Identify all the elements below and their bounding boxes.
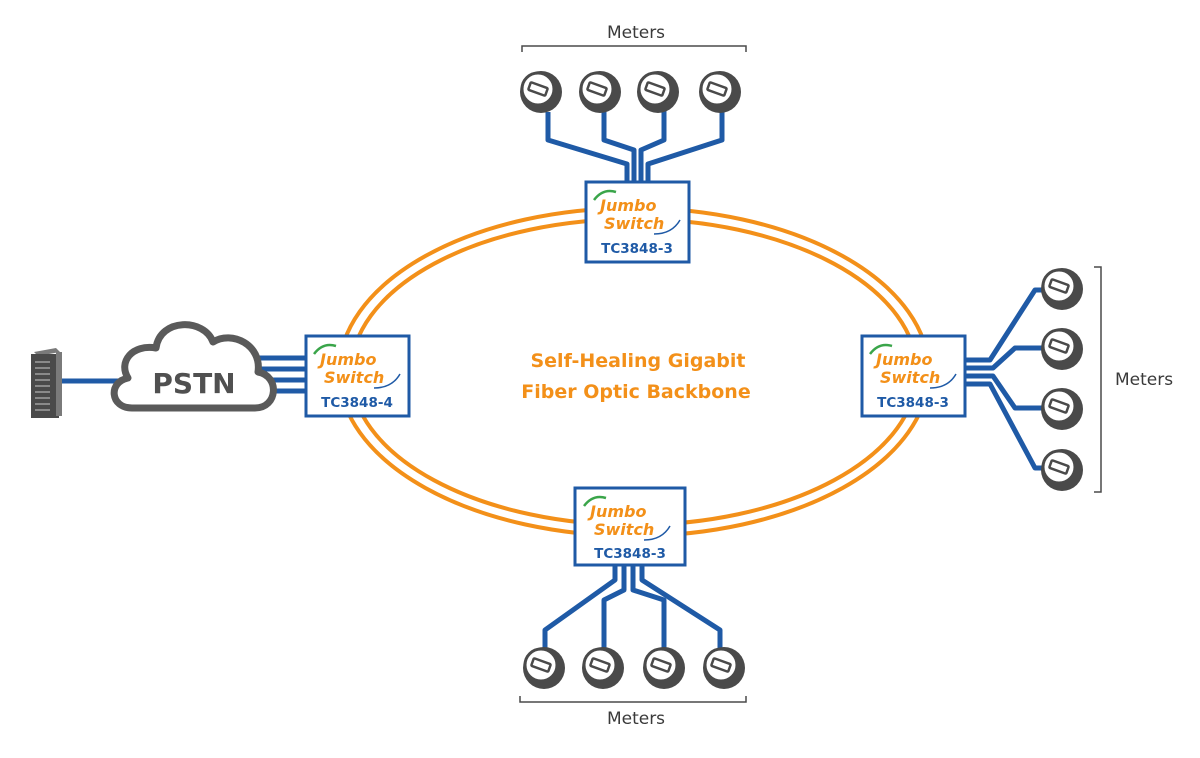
switch-right-brand-line2: Switch <box>880 368 940 387</box>
brand-arc-icon <box>643 525 671 541</box>
right-meter-group: Meters <box>1039 266 1173 493</box>
switch-bottom-brand-line2: Switch <box>594 520 654 539</box>
bottom-meters-label: Meters <box>607 709 665 729</box>
right-meter-links <box>965 287 1045 471</box>
switch-right-model: TC3848-3 <box>877 395 949 411</box>
brand-arc-icon <box>373 373 401 389</box>
top-meters-label: Meters <box>607 23 665 43</box>
switch-top-brand-line1: Jumbo <box>597 196 656 215</box>
meter-icon <box>641 645 687 691</box>
switch-left-brand-line2: Switch <box>324 368 384 387</box>
switch-right: Jumbo Switch TC3848-3 <box>860 334 967 418</box>
bottom-meter-group: Meters <box>519 645 747 729</box>
bottom-meter-links <box>542 562 723 648</box>
meter-icon <box>697 69 743 115</box>
meter-icon <box>580 645 626 691</box>
switch-top: Jumbo Switch TC3848-3 <box>584 180 691 264</box>
switch-left-model: TC3848-4 <box>321 395 393 411</box>
meter-icon <box>635 69 681 115</box>
meter-icon <box>1039 326 1085 372</box>
meter-icon <box>1039 386 1085 432</box>
switch-top-model: TC3848-3 <box>601 241 673 257</box>
meter-icon <box>521 645 567 691</box>
pstn-cloud-icon: PSTN <box>110 321 277 412</box>
right-meter-bracket <box>1094 266 1102 493</box>
server-rack-icon <box>31 348 62 418</box>
brand-arc-icon <box>929 373 957 389</box>
cloud-label: PSTN <box>152 367 235 400</box>
brand-arc-icon <box>653 219 681 235</box>
meter-icon <box>1039 447 1085 493</box>
switch-left-brand-line1: Jumbo <box>317 350 376 369</box>
switch-right-brand-line1: Jumbo <box>873 350 932 369</box>
switch-bottom: Jumbo Switch TC3848-3 <box>573 486 687 567</box>
meter-icon <box>577 69 623 115</box>
switch-top-brand-line2: Switch <box>604 214 664 233</box>
right-meters-label: Meters <box>1115 370 1173 390</box>
backbone-label-line1: Self-Healing Gigabit <box>530 350 745 372</box>
brand-swoosh-icon <box>869 343 893 355</box>
meter-icon <box>518 69 564 115</box>
bottom-meter-bracket <box>519 696 747 703</box>
switch-bottom-brand-line1: Jumbo <box>587 502 646 521</box>
switch-left: Jumbo Switch TC3848-4 <box>304 334 411 418</box>
brand-swoosh-icon <box>583 495 607 507</box>
backbone-label-line2: Fiber Optic Backbone <box>521 381 750 403</box>
top-meter-bracket <box>521 45 747 52</box>
meter-icon <box>701 645 747 691</box>
meter-icon <box>1039 266 1085 312</box>
top-meter-group: Meters <box>518 23 747 115</box>
brand-swoosh-icon <box>593 189 617 201</box>
brand-swoosh-icon <box>313 343 337 355</box>
switch-bottom-model: TC3848-3 <box>594 546 666 562</box>
top-meter-links <box>545 110 725 185</box>
